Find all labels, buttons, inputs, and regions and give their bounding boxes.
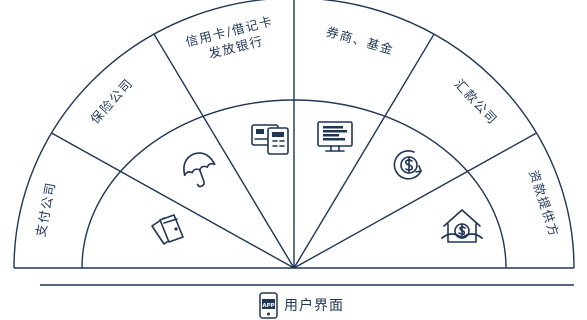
app-badge-text: APP [262,303,274,309]
sector-divider [51,132,295,269]
sector-label-funding-provider: 资款提供方 [526,168,562,239]
footer-label: 用户界面 [284,297,344,314]
sector-label-card-bank: 信用卡/借记卡 发放银行 [184,12,284,66]
sector-label-remittance: 汇款公司 [452,76,501,127]
outer-arc [13,0,575,269]
house-money-icon [441,209,483,243]
sector-divider [153,33,295,269]
app-phone-icon: APP [259,292,278,319]
sector-label-broker-fund: 券商、基金 [325,24,396,58]
sector-label-payment: 支付公司 [33,180,58,238]
money-cycle-icon [393,150,422,180]
sector-label-insurance: 保险公司 [87,75,136,127]
inner-icons [151,121,483,245]
umbrella-icon [183,152,216,188]
stock-monitor-icon [317,121,353,152]
sector-divider [293,33,435,269]
sector-labels: 支付公司 保险公司 信用卡/借记卡 发放银行 券商、基金 汇款公司 资款提供方 [33,12,562,239]
cards-icon [151,214,184,245]
sector-dividers [51,0,537,269]
sector-divider [293,132,537,269]
footer: APP 用户界面 [259,292,344,319]
credit-card-terminal-icon [251,124,289,155]
